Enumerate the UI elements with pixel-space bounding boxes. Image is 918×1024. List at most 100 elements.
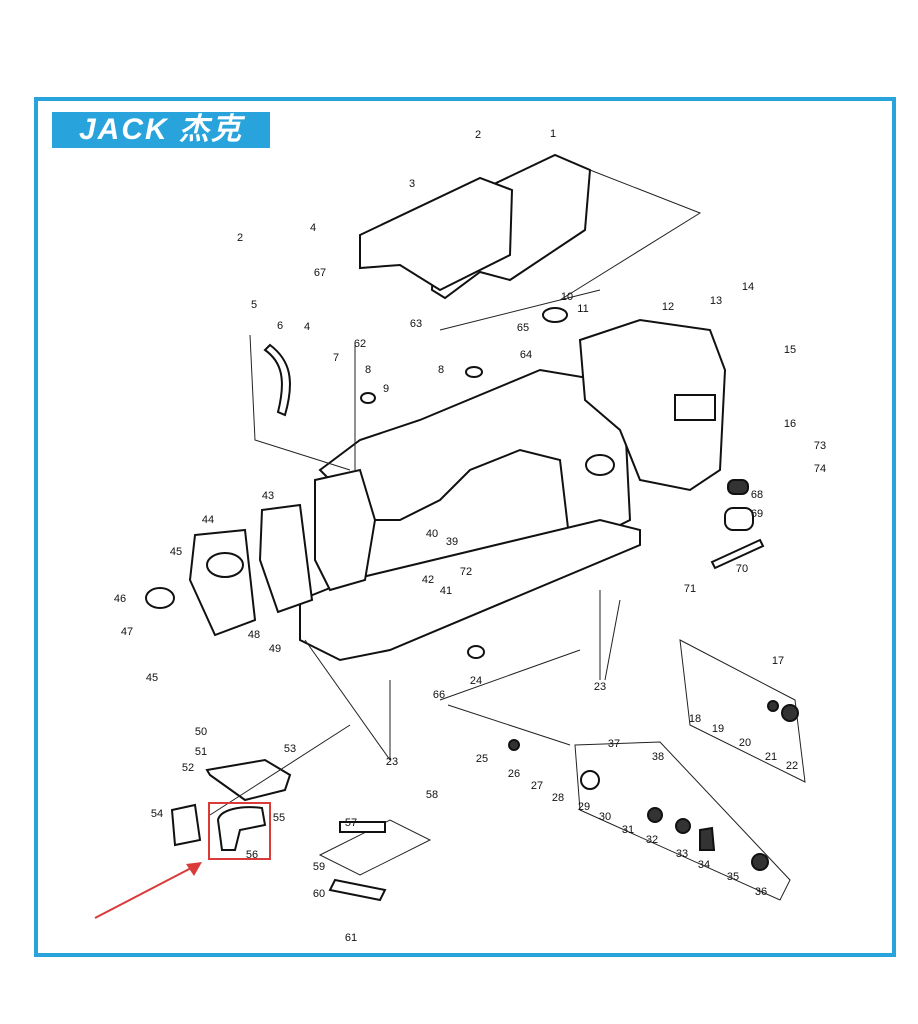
top-cover-plate-3 (359, 176, 514, 292)
part-label-24: 24 (470, 675, 482, 687)
part-label-52: 52 (182, 762, 194, 774)
part-label-72: 72 (460, 566, 472, 578)
part-label-66: 66 (433, 689, 445, 701)
part-label-23: 23 (594, 681, 606, 693)
control-panel (674, 394, 716, 421)
part-label-50: 50 (195, 726, 207, 738)
part-label-9: 9 (383, 383, 389, 395)
red-arrow (94, 865, 196, 919)
part-label-8: 8 (438, 364, 444, 376)
part-label-16: 16 (784, 418, 796, 430)
part-label-13: 13 (710, 295, 722, 307)
part-label-28: 28 (552, 792, 564, 804)
group-box-17 (679, 639, 806, 783)
part-label-62: 62 (354, 338, 366, 350)
part-label-11: 11 (577, 303, 588, 315)
bracket-52 (205, 758, 292, 802)
bracket-54 (170, 803, 202, 847)
machine-drawing (94, 153, 806, 919)
part-label-12: 12 (662, 301, 674, 313)
part-label-10: 10 (561, 291, 573, 303)
part-label-48: 48 (248, 629, 260, 641)
part-label-38: 38 (652, 751, 664, 763)
cap-8 (465, 366, 483, 378)
part-label-55: 55 (273, 812, 285, 824)
part-label-43: 43 (262, 490, 274, 502)
part-label-39: 39 (446, 536, 458, 548)
part-label-57: 57 (345, 817, 357, 829)
part-label-70: 70 (736, 563, 748, 575)
part-label-25: 25 (476, 753, 488, 765)
part-label-67: 67 (314, 267, 326, 279)
part-24 (467, 645, 485, 659)
motor-cover (578, 318, 727, 492)
part-label-19: 19 (712, 723, 724, 735)
part-label-41: 41 (440, 585, 452, 597)
shaft-70 (710, 538, 765, 570)
part-label-2: 2 (237, 232, 243, 244)
part-label-74: 74 (814, 463, 826, 475)
part-label-7: 7 (333, 352, 339, 364)
part-label-18: 18 (689, 713, 701, 725)
part-label-65: 65 (517, 322, 529, 334)
face-plate-window (206, 552, 244, 578)
diagram-frame (34, 97, 896, 957)
part-label-46: 46 (114, 593, 126, 605)
part-label-6: 6 (277, 320, 283, 332)
red-arrow-head (186, 862, 202, 876)
part-label-51: 51 (195, 746, 207, 758)
part-label-34: 34 (698, 859, 710, 871)
cap-8b (360, 392, 376, 404)
part-label-32: 32 (646, 834, 658, 846)
part-label-21: 21 (765, 751, 777, 763)
part-label-40: 40 (426, 528, 438, 540)
part-label-5: 5 (251, 299, 257, 311)
part-label-33: 33 (676, 848, 688, 860)
bushing-69 (724, 507, 754, 531)
part-label-45: 45 (170, 546, 182, 558)
part-label-3: 3 (409, 178, 415, 190)
part-label-63: 63 (410, 318, 422, 330)
part-label-58: 58 (426, 789, 438, 801)
jack-logo: JACK 杰克 (52, 112, 270, 148)
thread-guide-6 (263, 343, 291, 417)
part-label-60: 60 (313, 888, 325, 900)
part-label-42: 42 (422, 574, 434, 586)
part-label-30: 30 (599, 811, 611, 823)
part-label-26: 26 (508, 768, 520, 780)
part-label-17: 17 (772, 655, 784, 667)
part-label-35: 35 (727, 871, 739, 883)
plate-60 (328, 878, 387, 902)
plate-57 (339, 821, 386, 833)
part-label-49: 49 (269, 643, 281, 655)
part-label-27: 27 (531, 780, 543, 792)
part-label-4: 4 (310, 222, 316, 234)
part-label-71: 71 (684, 583, 696, 595)
part-label-14: 14 (742, 281, 754, 293)
arm-emblem (585, 454, 615, 476)
part-label-45: 45 (146, 672, 158, 684)
group-box-38 (574, 741, 791, 901)
face-plate-44 (188, 528, 257, 637)
part-label-2: 2 (475, 129, 481, 141)
part-label-15: 15 (784, 344, 796, 356)
part-label-37: 37 (608, 738, 620, 750)
part-label-61: 61 (345, 932, 357, 944)
part-label-1: 1 (550, 128, 556, 140)
part-label-53: 53 (284, 743, 296, 755)
part-label-54: 54 (151, 808, 163, 820)
bearing-68 (727, 479, 749, 495)
part-label-8: 8 (365, 364, 371, 376)
gasket-43 (258, 503, 314, 614)
part-label-20: 20 (739, 737, 751, 749)
part-label-22: 22 (786, 760, 798, 772)
part-label-4: 4 (304, 321, 310, 333)
part-label-29: 29 (578, 801, 590, 813)
part-label-59: 59 (313, 861, 325, 873)
part-label-31: 31 (622, 824, 634, 836)
bracket-56 (216, 806, 267, 851)
part-label-44: 44 (202, 514, 214, 526)
cap-10 (542, 307, 568, 323)
